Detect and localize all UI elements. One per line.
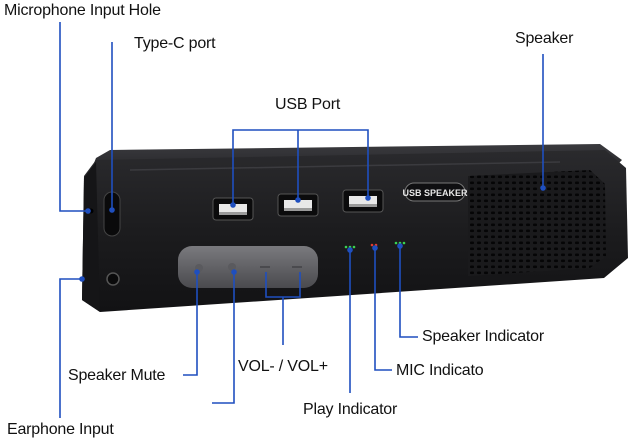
- label-earphone-input: Earphone Input: [7, 421, 114, 438]
- label-mic-indicator: MIC Indicato: [396, 362, 484, 379]
- device-end-cap: [82, 162, 100, 312]
- label-speaker: Speaker: [515, 30, 574, 47]
- label-play-indicator: Play Indicator: [303, 401, 398, 418]
- label-type-c-port: Type-C port: [134, 35, 216, 52]
- label-usb-port: USB Port: [275, 96, 341, 113]
- usb-speaker-badge-plate: [404, 182, 466, 202]
- earphone-jack: [106, 272, 120, 286]
- label-speaker-mute: Speaker Mute: [68, 367, 166, 384]
- usb-speaker-badge-text: USB SPEAKER: [402, 188, 468, 198]
- label-speaker-indicator: Speaker Indicator: [422, 328, 545, 345]
- speaker-grille: [468, 170, 606, 276]
- label-vol: VOL- / VOL+: [238, 358, 328, 375]
- control-panel: [178, 246, 318, 288]
- label-microphone-input-hole: Microphone Input Hole: [4, 2, 161, 19]
- callout-lines: [59, 22, 546, 418]
- usb-port-3: [342, 189, 384, 213]
- play-led: [344, 245, 356, 249]
